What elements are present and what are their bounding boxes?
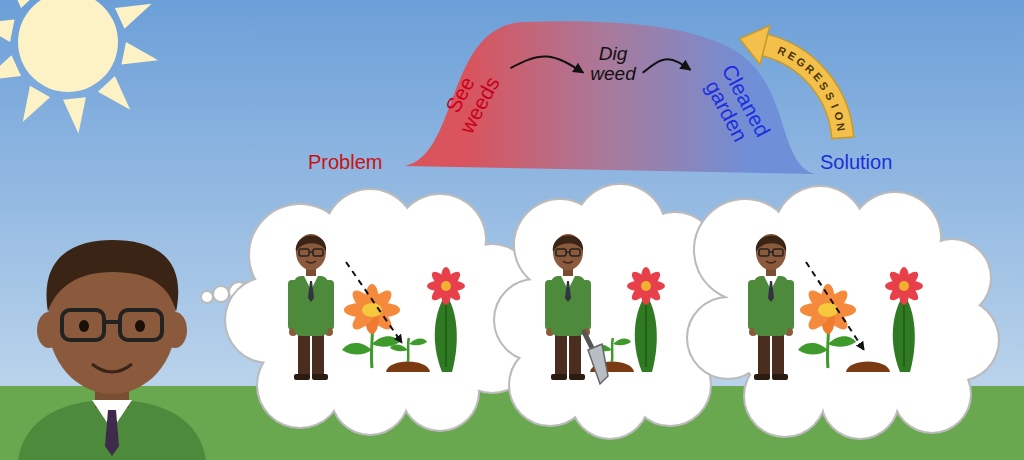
scene-cleaned-garden bbox=[748, 234, 794, 380]
scene-cleaned-garden bbox=[846, 362, 890, 373]
sun-ray bbox=[115, 4, 152, 29]
thinking-person bbox=[105, 410, 119, 456]
thinking-person bbox=[92, 364, 132, 372]
sun-ray bbox=[63, 97, 86, 133]
scene-cleaned-garden bbox=[806, 262, 864, 350]
thought-cloud bbox=[226, 185, 998, 438]
scene-see-weeds bbox=[346, 262, 402, 343]
step-label: Cleaned garden bbox=[695, 58, 776, 153]
thinking-person bbox=[18, 240, 206, 460]
sun-ray bbox=[0, 0, 158, 133]
thinking-person bbox=[18, 400, 206, 460]
thought-bubble bbox=[201, 291, 213, 303]
thought-cloud bbox=[688, 187, 998, 438]
scene-see-weeds bbox=[427, 267, 465, 372]
scene-see-weeds bbox=[386, 362, 430, 373]
scene-see-weeds bbox=[390, 338, 427, 362]
step-text: See weeds bbox=[434, 60, 507, 140]
scene-dig-weed bbox=[588, 344, 608, 384]
sun bbox=[18, 0, 118, 92]
scene-dig-weed bbox=[545, 234, 591, 380]
bell-shape bbox=[300, 14, 910, 186]
step-label: See weeds bbox=[434, 60, 507, 140]
bell-shape bbox=[405, 21, 815, 174]
thought-cloud bbox=[495, 185, 730, 438]
thought-cloud bbox=[495, 185, 730, 438]
thought-cloud bbox=[688, 187, 998, 438]
scene-cleaned-garden bbox=[748, 234, 923, 380]
sun-ray bbox=[121, 42, 158, 65]
thinking-person bbox=[79, 320, 89, 332]
scene-see-weeds bbox=[288, 234, 465, 380]
scene-cleaned-garden bbox=[885, 267, 923, 372]
sun-ray bbox=[0, 19, 15, 42]
thinking-person bbox=[120, 310, 162, 340]
scene-dig-weed bbox=[627, 267, 665, 372]
step-text: Cleaned garden bbox=[695, 58, 776, 153]
process-band: Problem Solution See weeds Dig weed Cleaned … bbox=[300, 14, 910, 186]
thought-cloud bbox=[226, 190, 534, 434]
scene-see-weeds bbox=[288, 234, 334, 380]
sun-ray bbox=[23, 86, 50, 122]
scene-dig-weed bbox=[545, 234, 665, 384]
thought-cloud bbox=[226, 190, 534, 434]
scene-cleaned-garden bbox=[798, 284, 856, 368]
step-label: Dig weed bbox=[588, 42, 637, 86]
sun bbox=[0, 0, 158, 133]
end-label: Solution bbox=[820, 150, 892, 174]
end-label: Problem bbox=[308, 150, 382, 174]
thinking-person bbox=[46, 240, 178, 312]
sun-ray bbox=[98, 76, 130, 110]
thought-bubble bbox=[213, 286, 229, 302]
thinking-person bbox=[62, 310, 104, 340]
sun-ray bbox=[0, 55, 21, 80]
step-text: Dig weed bbox=[588, 42, 637, 86]
thinking-person bbox=[104, 320, 120, 324]
thinking-person bbox=[135, 320, 145, 332]
